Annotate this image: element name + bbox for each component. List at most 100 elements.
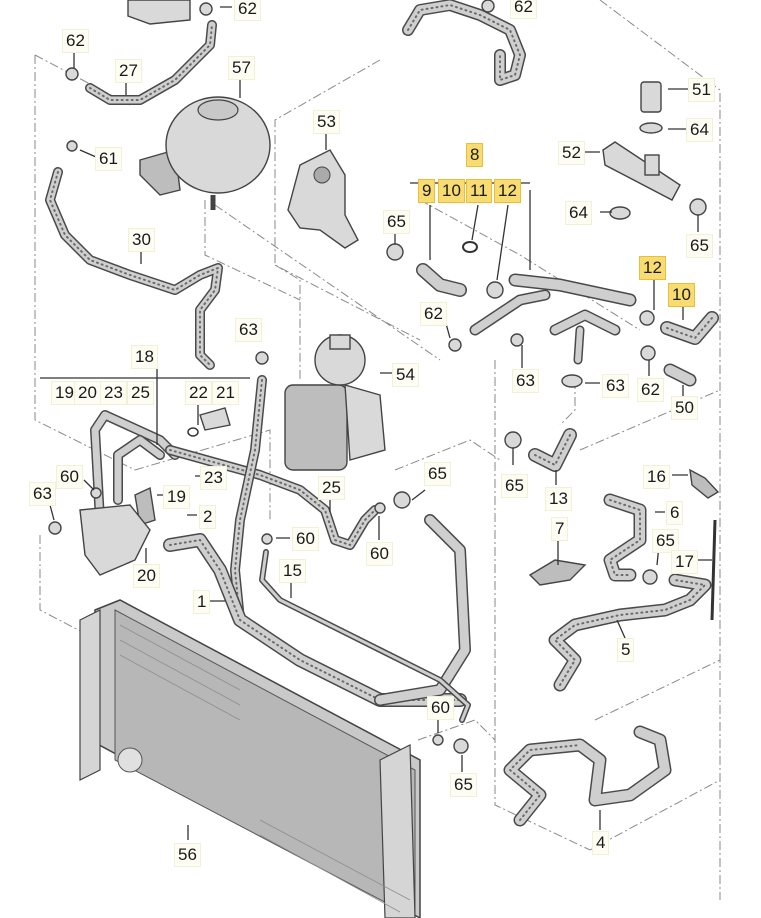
- callout-62: 62: [637, 378, 664, 402]
- callout-53: 53: [313, 110, 340, 134]
- callout-65: 65: [686, 234, 713, 258]
- leader-lines: [40, 6, 712, 840]
- hose-clamp-62-top: [199, 2, 213, 16]
- heater-core: [127, 0, 191, 25]
- hose-4: [503, 725, 672, 827]
- hose-clamp-62-right: [640, 345, 656, 361]
- callout-60: 60: [427, 696, 454, 720]
- callout-64: 64: [565, 201, 592, 225]
- hose-clamp-65-right-lower: [642, 569, 658, 585]
- callout-64: 64: [686, 118, 713, 142]
- callout-65: 65: [383, 210, 410, 234]
- hose-clamp-65-lower: [393, 491, 411, 509]
- callout-62: 62: [62, 29, 89, 53]
- callout-20: 20: [133, 564, 160, 588]
- radiator: [79, 599, 421, 918]
- coolant-flange: [602, 81, 681, 201]
- callout-23: 23: [100, 381, 127, 405]
- hose-clamp-65-mid: [504, 431, 522, 449]
- callout-22: 22: [185, 381, 212, 405]
- hose-30: [45, 167, 223, 370]
- hose-clamp-62: [65, 67, 79, 81]
- o-ring-11: [462, 241, 478, 253]
- expansion-tank: [139, 96, 271, 210]
- callout-61: 61: [95, 147, 122, 171]
- callout-4: 4: [592, 831, 610, 855]
- callout-12: 12: [494, 179, 521, 203]
- hose-9: [416, 263, 467, 297]
- hose-upper-middle: [402, 0, 526, 86]
- o-ring-22: [187, 427, 199, 437]
- callout-65: 65: [501, 474, 528, 498]
- hose-clamp-63-center: [255, 351, 269, 365]
- callout-60: 60: [56, 465, 83, 489]
- callout-7: 7: [551, 517, 569, 541]
- hose-clamp-62-mid: [448, 338, 462, 352]
- hose-clamp-60-bottom: [432, 734, 444, 746]
- hose-50: [663, 363, 697, 387]
- hose-clamp-61: [66, 140, 78, 152]
- hose-clamp-65: [386, 243, 404, 261]
- callout-65: 65: [652, 529, 679, 553]
- sensor-21: [199, 407, 231, 431]
- hose-vertical-center: [230, 375, 267, 625]
- callout-5: 5: [617, 638, 635, 662]
- hose-clamp-65-right: [689, 198, 707, 216]
- hose-27: [85, 20, 217, 105]
- callout-10: 10: [668, 283, 695, 307]
- hose-18-assembly: [90, 410, 380, 550]
- callout-63: 63: [512, 369, 539, 393]
- callout-1: 1: [193, 590, 211, 614]
- hose-5: [548, 573, 712, 692]
- callout-63: 63: [602, 374, 629, 398]
- hose-clamp-62-upper: [481, 0, 495, 13]
- callout-9: 9: [418, 179, 436, 203]
- callout-62: 62: [510, 0, 537, 19]
- coolant-pipe-15: [259, 549, 471, 723]
- callout-27: 27: [115, 59, 142, 83]
- callout-60: 60: [292, 527, 319, 551]
- bracket-7: [528, 559, 587, 586]
- callout-21: 21: [212, 381, 239, 405]
- callout-52: 52: [558, 141, 585, 165]
- callout-60: 60: [366, 542, 393, 566]
- coolant-valve-20: [79, 504, 151, 576]
- callout-30: 30: [128, 228, 155, 252]
- callout-63: 63: [235, 318, 262, 342]
- callout-23: 23: [200, 466, 227, 490]
- hose-clamp-65-bottom: [453, 738, 469, 754]
- hose-13: [528, 428, 577, 472]
- callout-19: 19: [51, 381, 78, 405]
- hose-10-right: [660, 311, 719, 345]
- hose-clamp-12-right: [639, 310, 655, 326]
- hose-clamp-64: [609, 206, 631, 220]
- coolant-pipe-assembly: [469, 273, 637, 365]
- callout-65: 65: [424, 462, 451, 486]
- oil-cooler-filter-housing: [284, 334, 386, 471]
- callout-15: 15: [279, 559, 306, 583]
- water-pump-housing: [287, 149, 359, 249]
- callout-50: 50: [671, 396, 698, 420]
- callout-51: 51: [688, 78, 715, 102]
- callout-12: 12: [639, 256, 666, 280]
- callout-18: 18: [131, 345, 158, 369]
- callout-62: 62: [234, 0, 261, 21]
- callout-8: 8: [466, 143, 484, 167]
- callout-20: 20: [74, 381, 101, 405]
- hose-clamp-63-b: [561, 374, 583, 388]
- hose-6: [603, 493, 647, 582]
- callout-25: 25: [127, 381, 154, 405]
- callout-19: 19: [163, 485, 190, 509]
- clip-16: [689, 468, 720, 499]
- callout-54: 54: [392, 363, 419, 387]
- callout-25: 25: [318, 476, 345, 500]
- callout-57: 57: [228, 56, 255, 80]
- hose-clamp-63: [510, 333, 524, 347]
- callout-13: 13: [545, 487, 572, 511]
- callout-16: 16: [643, 465, 670, 489]
- callout-63: 63: [29, 482, 56, 506]
- hose-clamp-60-right: [374, 502, 386, 514]
- hose-clamp-60-left: [90, 487, 102, 499]
